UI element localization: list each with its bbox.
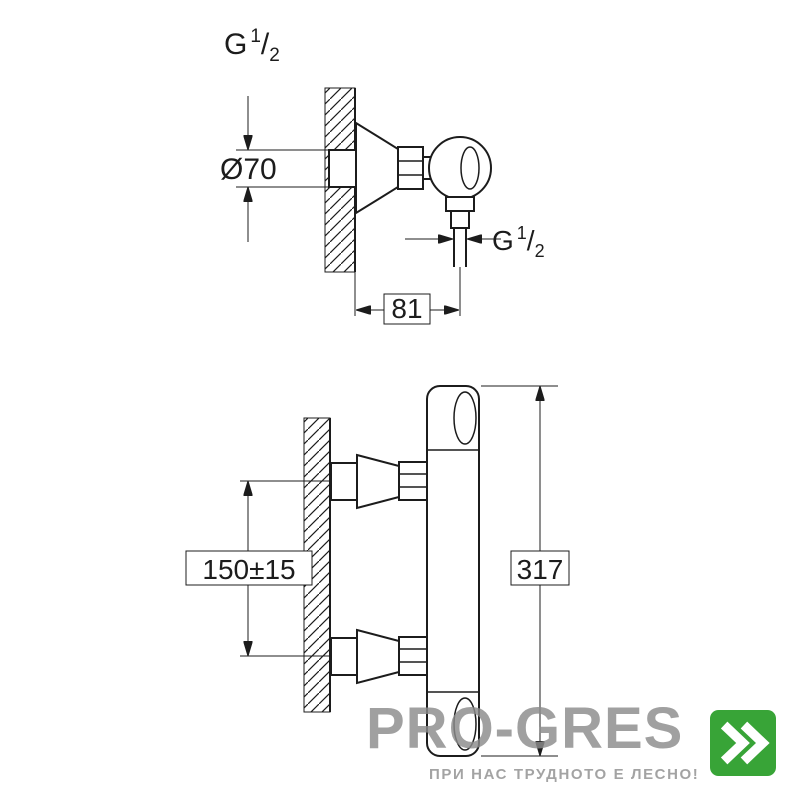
lower-hex-nut-flats <box>399 648 427 663</box>
upper-hex-nut <box>398 461 428 501</box>
outlet-nipple <box>450 210 470 229</box>
bottom-handle-cap <box>453 697 477 751</box>
dim-150-lines <box>240 480 331 657</box>
lower-hex-nut <box>398 636 428 676</box>
dim-label-inlet-spacing: 150±15 <box>202 554 295 585</box>
outlet-flange <box>445 196 475 212</box>
hex-nut-flats <box>398 160 423 176</box>
upper-hex-nut-flats <box>399 473 427 488</box>
dim-label-81: 81 <box>391 293 422 324</box>
upper-escutcheon-cone <box>356 453 400 510</box>
dim-81-text-mask <box>383 293 431 325</box>
mixer-body <box>426 385 480 757</box>
handle-cap-edge <box>460 146 480 190</box>
dim-escutcheon-lines <box>236 96 329 242</box>
wall-union-square <box>328 149 357 188</box>
front-view: 150±15 317 <box>185 385 570 757</box>
union-hex-nut <box>397 146 424 190</box>
dim-label-body-height: 317 <box>517 554 564 585</box>
lower-union-square <box>330 637 358 676</box>
mixer-cap-junctions <box>427 449 479 693</box>
dim-150-text-mask <box>185 550 313 586</box>
upper-union-square <box>330 462 358 501</box>
top-handle-cap <box>453 391 477 445</box>
valve-body-circle <box>428 136 492 200</box>
shower-hose <box>453 228 467 267</box>
escutcheon-cone <box>355 121 399 215</box>
dim-317-text-mask <box>510 550 570 586</box>
dim-317-lines <box>481 385 558 757</box>
dim-label-escutcheon-diameter: Ø70 <box>220 153 277 186</box>
lower-escutcheon-cone <box>356 628 400 685</box>
